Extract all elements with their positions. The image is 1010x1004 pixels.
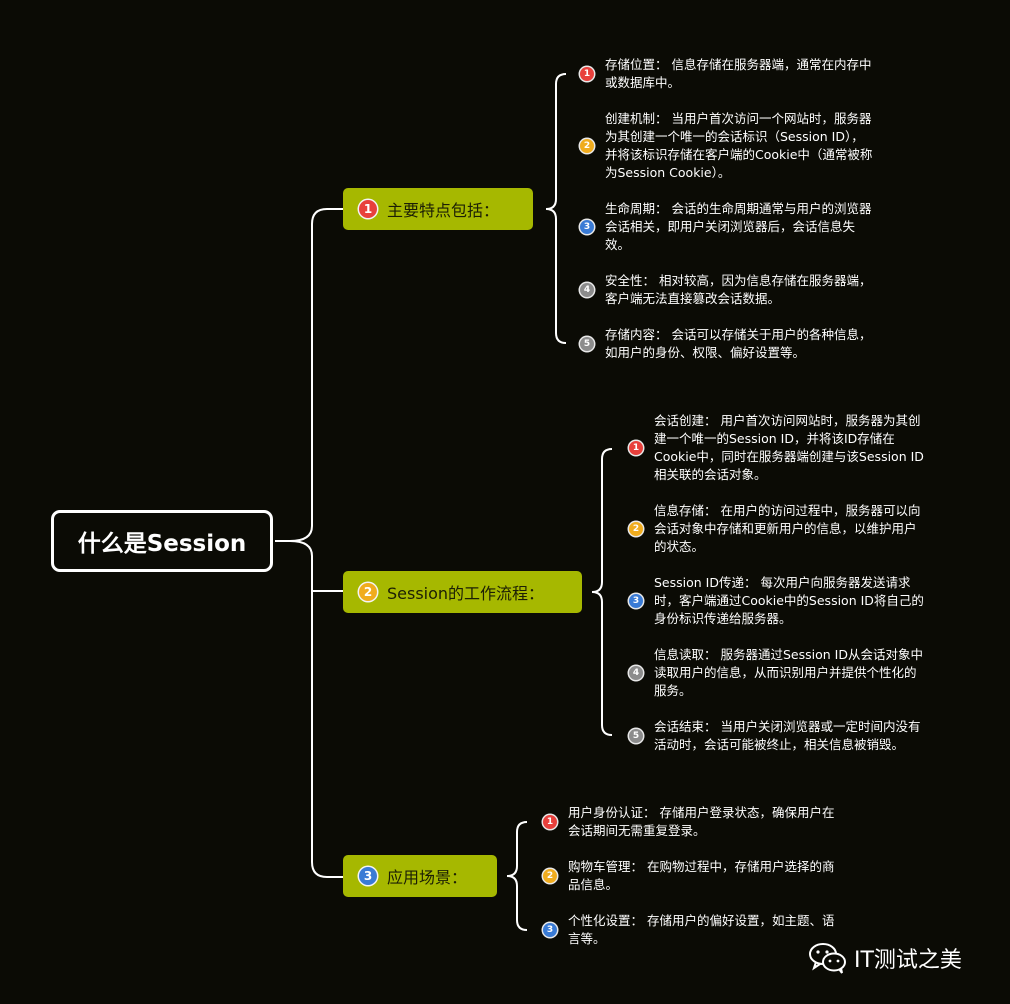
branch-1-brace [545,73,567,344]
branch-label: Session的工作流程： [387,584,545,603]
branch-3-brace [506,821,528,931]
leaf-item[interactable]: 5 存储内容： 会话可以存储关于用户的各种信息， 如用户的身份、权限、偏好设置等。 [580,326,872,362]
leaf-item[interactable]: 1 会话创建： 用户首次访问网站时，服务器为其创建一个唯一的Session ID，… [629,412,924,484]
root-brace [289,208,328,878]
branch-number-badge: 3 [359,867,377,885]
leaf-item[interactable]: 4 信息读取： 服务器通过Session ID从会话对象中读取用户的信息，从而识别… [629,646,923,700]
leaf-item[interactable]: 2 创建机制： 当用户首次访问一个网站时，服务器为其创建一个唯一的会话标识（Ses… [580,110,873,182]
root-node[interactable]: 什么是Session [51,510,273,572]
leaf-text-line: Cookie中，同时在服务器端创建与该Session ID [654,449,924,464]
leaf-text-line: 信息存储： 在用户的访问过程中，服务器可以向 [654,503,921,518]
branch-3[interactable]: 3 应用场景： [343,855,497,897]
branch-2[interactable]: 2 Session的工作流程： [343,571,582,613]
leaf-item[interactable]: 2 购物车管理： 在购物过程中，存储用户选择的商品信息。 [543,858,835,894]
leaf-text-line: 如用户的身份、权限、偏好设置等。 [605,345,806,360]
leaf-number-badge: 1 [580,67,594,81]
leaf-item[interactable]: 5 会话结束： 当用户关闭浏览器或一定时间内没有活动时，会话可能被终止，相关信息被… [629,718,921,754]
branch-1[interactable]: 1 主要特点包括： [343,188,533,230]
leaf-text-line: 时，客户端通过Cookie中的Session ID将自己的 [654,593,924,608]
branch-number-badge: 2 [359,583,377,601]
leaf-number-badge: 3 [629,594,643,608]
leaf-text-line: 客户端无法直接篡改会话数据。 [605,291,781,306]
branch-label: 应用场景： [387,868,468,887]
leaf-text-line: 或数据库中。 [605,75,681,90]
wechat-icon [809,943,846,974]
leaf-text-line: 相关联的会话对象。 [654,467,767,482]
leaf-number-badge: 2 [629,522,643,536]
leaf-number-badge: 5 [580,337,594,351]
leaf-text-line: 的状态。 [654,539,705,554]
leaf-text-line: 效。 [605,237,631,252]
leaf-text-line: 会话对象中存储和更新用户的信息，以维护用户 [654,521,917,536]
leaf-number-badge: 3 [543,923,557,937]
root-title: 什么是Session [77,531,247,557]
leaf-text-line: 用户身份认证： 存储用户登录状态，确保用户在 [568,805,835,820]
leaf-item[interactable]: 4 安全性： 相对较高，因为信息存储在服务器端， 客户端无法直接篡改会话数据。 [580,272,872,308]
leaf-text-line: 服务。 [654,683,692,698]
branch-number-badge: 1 [359,200,377,218]
leaf-number-badge: 4 [629,666,643,680]
watermark: IT测试之美 [808,941,962,975]
leaf-number-badge: 2 [580,139,594,153]
leaf-text-line: 创建机制： 当用户首次访问一个网站时，服务器 [605,111,872,126]
leaf-text-line: 会话相关，即用户关闭浏览器后，会话信息失 [605,219,856,234]
leaf-text-line: 会话结束： 当用户关闭浏览器或一定时间内没有 [654,719,921,734]
leaf-text-line: 品信息。 [568,877,619,892]
leaf-text-line: 信息读取： 服务器通过Session ID从会话对象中 [654,647,923,662]
leaf-text-line: 会话期间无需重复登录。 [568,823,706,838]
leaf-item[interactable]: 1 用户身份认证： 存储用户登录状态，确保用户在会话期间无需重复登录。 [543,804,835,840]
leaf-text-line: 生命周期： 会话的生命周期通常与用户的浏览器 [605,201,872,216]
leaf-text-line: 建一个唯一的Session ID，并将该ID存储在 [654,431,895,446]
leaf-text-line: 读取用户的信息，从而识别用户并提供个性化的 [654,665,917,680]
leaf-text-line: 并将该标识存储在客户端的Cookie中（通常被称 [605,147,873,162]
leaf-number-badge: 5 [629,729,643,743]
leaf-number-badge: 1 [629,441,643,455]
leaf-number-badge: 1 [543,815,557,829]
leaf-text-line: 安全性： 相对较高，因为信息存储在服务器端， [605,273,872,288]
watermark-text: IT测试之美 [854,948,962,973]
leaf-number-badge: 4 [580,283,594,297]
leaf-item[interactable]: 1 存储位置： 信息存储在服务器端，通常在内存中或数据库中。 [580,56,872,92]
leaf-item[interactable]: 2 信息存储： 在用户的访问过程中，服务器可以向会话对象中存储和更新用户的信息，以… [629,502,921,556]
leaf-text-line: 购物车管理： 在购物过程中，存储用户选择的商 [568,859,835,874]
leaf-text-line: 为其创建一个唯一的会话标识（Session ID）， [605,129,864,144]
leaf-text-line: 个性化设置： 存储用户的偏好设置，如主题、语 [568,913,835,928]
branch-label: 主要特点包括： [387,201,500,220]
leaf-text-line: 为Session Cookie）。 [605,165,731,180]
leaf-text-line: 言等。 [568,931,606,946]
leaf-text-line: 会话创建： 用户首次访问网站时，服务器为其创 [654,413,921,428]
leaf-text-line: Session ID传递： 每次用户向服务器发送请求 [654,575,911,590]
leaf-text-line: 身份标识传递给服务器。 [654,611,792,626]
leaf-text-line: 存储位置： 信息存储在服务器端，通常在内存中 [605,57,872,72]
leaf-item[interactable]: 3 个性化设置： 存储用户的偏好设置，如主题、语言等。 [543,912,835,948]
leaf-text-line: 存储内容： 会话可以存储关于用户的各种信息， [605,327,872,342]
leaf-number-badge: 3 [580,220,594,234]
leaf-text-line: 活动时，会话可能被终止，相关信息被销毁。 [654,737,905,752]
leaf-item[interactable]: 3 Session ID传递： 每次用户向服务器发送请求时，客户端通过Cookie… [629,574,924,628]
branch-2-brace [591,448,613,736]
leaf-item[interactable]: 3 生命周期： 会话的生命周期通常与用户的浏览器会话相关，即用户关闭浏览器后，会话… [580,200,872,254]
leaf-number-badge: 2 [543,869,557,883]
